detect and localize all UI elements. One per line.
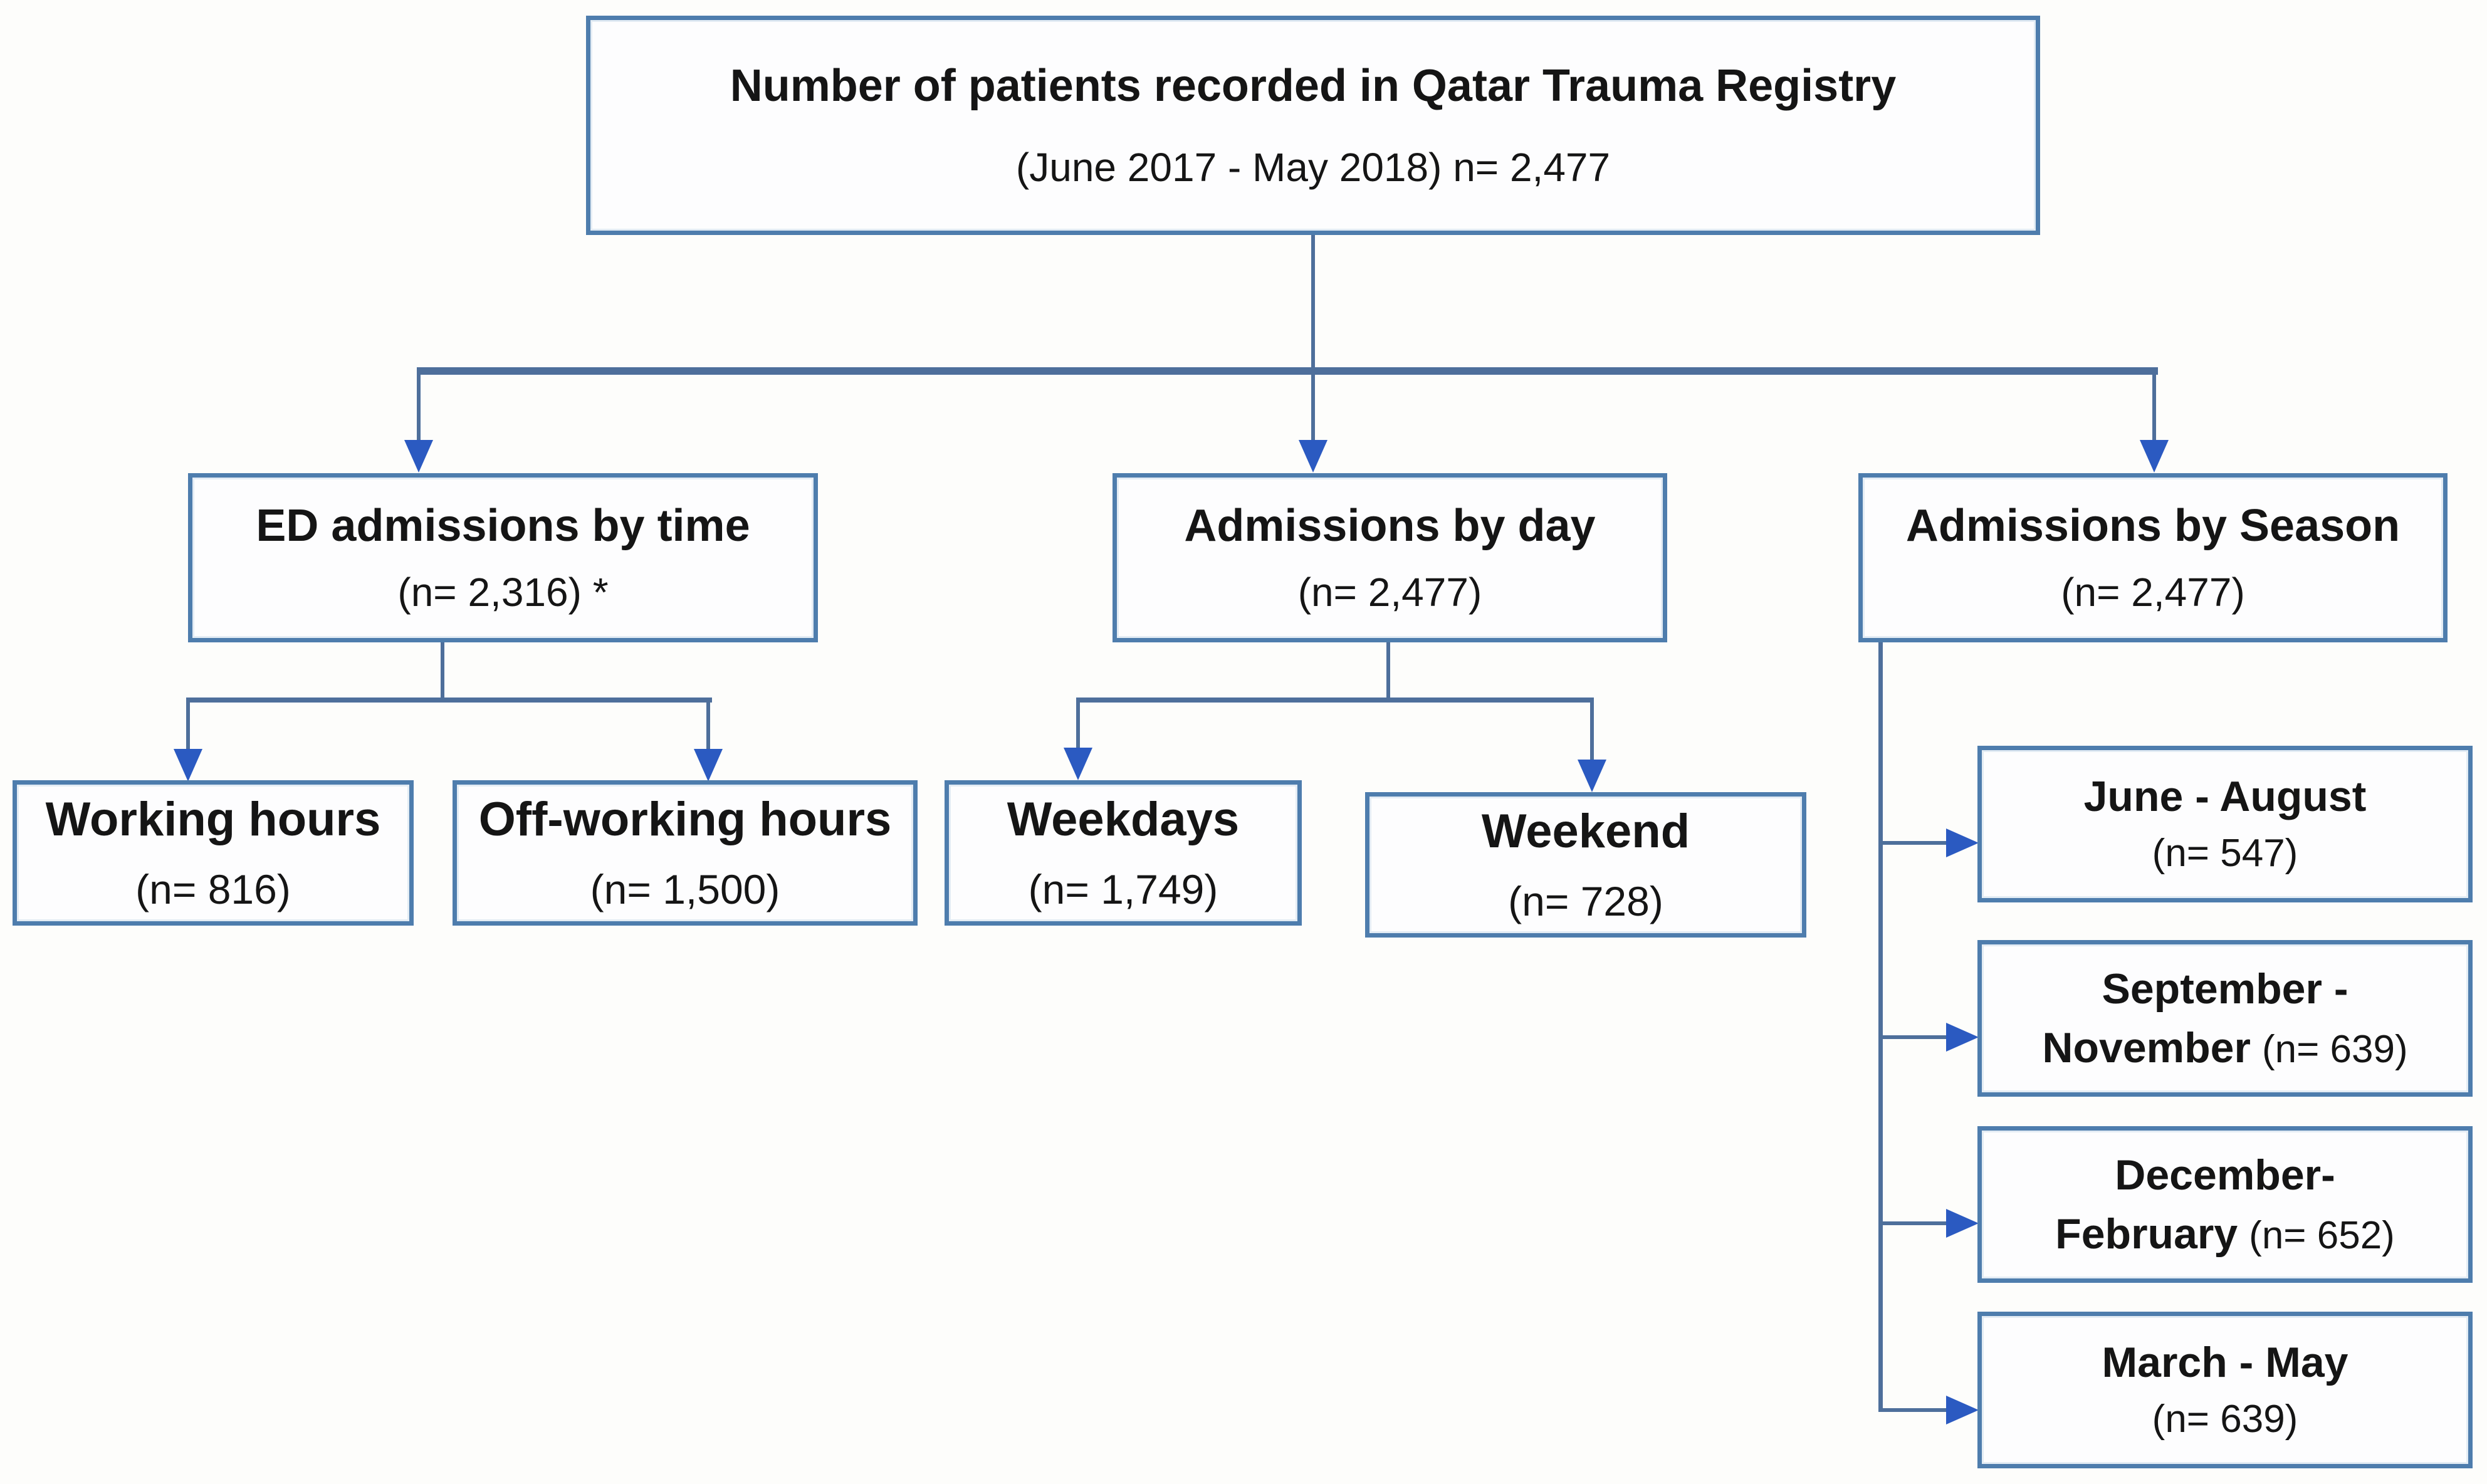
node-december-february-title-line2: February (n= 652) <box>2055 1210 2395 1258</box>
node-december-february-count: (n= 652) <box>2249 1214 2395 1257</box>
arrow-right-sep-nov-icon <box>1946 1023 1979 1052</box>
connector-root-stem <box>1311 234 1315 370</box>
node-september-november-title-line1: September - <box>2102 964 2348 1013</box>
connector-time-stem <box>441 641 444 701</box>
connector-drop-season <box>2152 374 2156 442</box>
node-weekdays-count: (n= 1,749) <box>1028 865 1218 912</box>
connector-drop-weekdays <box>1076 701 1080 750</box>
node-weekdays: Weekdays (n= 1,749) <box>945 780 1302 926</box>
connector-main-horizontal <box>417 367 2158 375</box>
node-march-may-title: March - May <box>2102 1339 2348 1387</box>
connector-drop-working <box>186 701 190 750</box>
node-weekend-title: Weekend <box>1481 805 1690 859</box>
node-march-may-count: (n= 639) <box>2152 1398 2298 1441</box>
arrow-down-season-icon <box>2140 440 2169 473</box>
connector-arrow-dec-feb <box>1882 1221 1946 1225</box>
node-working-hours-count: (n= 816) <box>135 865 291 912</box>
connector-day-stem <box>1386 641 1390 701</box>
connector-drop-offworking <box>706 701 710 750</box>
node-admissions-by-time: ED admissions by time (n= 2,316) * <box>188 473 818 642</box>
node-admissions-by-season-title: Admissions by Season <box>1905 500 2401 551</box>
arrow-right-jun-aug-icon <box>1946 828 1979 857</box>
node-off-working-hours: Off-working hours (n= 1,500) <box>453 780 918 926</box>
connector-day-horizontal <box>1076 698 1594 703</box>
node-working-hours-title: Working hours <box>45 793 381 847</box>
node-december-february-title-line1: December- <box>2115 1151 2335 1199</box>
node-admissions-by-time-count: (n= 2,316) * <box>397 569 609 615</box>
connector-arrow-mar-may <box>1882 1408 1946 1412</box>
node-admissions-by-day-title: Admissions by day <box>1184 500 1596 551</box>
arrow-down-offworking-icon <box>694 749 723 781</box>
node-june-august-title: June - August <box>2083 773 2367 821</box>
arrow-right-mar-may-icon <box>1946 1396 1979 1424</box>
node-weekdays-title: Weekdays <box>1007 793 1240 847</box>
node-registry-total: Number of patients recorded in Qatar Tra… <box>586 16 2040 235</box>
connector-arrow-jun-aug <box>1882 841 1946 845</box>
node-off-working-hours-title: Off-working hours <box>478 793 892 847</box>
arrow-down-time-icon <box>404 440 433 473</box>
node-admissions-by-season-count: (n= 2,477) <box>2061 569 2245 615</box>
node-june-august: June - August (n= 547) <box>1977 746 2473 902</box>
node-september-november-count: (n= 639) <box>2261 1028 2408 1071</box>
arrow-right-dec-feb-icon <box>1946 1209 1979 1238</box>
arrow-down-day-icon <box>1299 440 1327 473</box>
node-september-november-month: November <box>2042 1024 2251 1072</box>
node-admissions-by-day-count: (n= 2,477) <box>1297 569 1482 615</box>
node-weekend: Weekend (n= 728) <box>1365 792 1806 938</box>
connector-arrow-sep-nov <box>1882 1035 1946 1039</box>
arrow-down-weekdays-icon <box>1064 748 1092 780</box>
connector-drop-time <box>417 374 421 442</box>
node-admissions-by-time-title: ED admissions by time <box>256 500 750 551</box>
node-december-february-month: February <box>2055 1210 2238 1258</box>
node-march-may: March - May (n= 639) <box>1977 1312 2473 1468</box>
node-registry-total-title: Number of patients recorded in Qatar Tra… <box>730 60 1897 111</box>
connector-season-vertical <box>1878 641 1883 1412</box>
node-working-hours: Working hours (n= 816) <box>13 780 414 926</box>
connector-drop-weekend <box>1590 701 1594 761</box>
node-june-august-count: (n= 547) <box>2152 832 2298 875</box>
node-admissions-by-day: Admissions by day (n= 2,477) <box>1113 473 1667 642</box>
node-weekend-count: (n= 728) <box>1508 877 1663 924</box>
node-off-working-hours-count: (n= 1,500) <box>590 865 780 912</box>
node-december-february: December- February (n= 652) <box>1977 1126 2473 1283</box>
node-september-november: September - November (n= 639) <box>1977 940 2473 1097</box>
arrow-down-working-icon <box>174 749 202 781</box>
node-september-november-title-line2: November (n= 639) <box>2042 1023 2407 1072</box>
connector-drop-day <box>1311 374 1315 442</box>
connector-time-horizontal <box>186 698 712 703</box>
arrow-down-weekend-icon <box>1578 760 1606 792</box>
node-admissions-by-season: Admissions by Season (n= 2,477) <box>1858 473 2448 642</box>
node-registry-total-subtitle: (June 2017 - May 2018) n= 2,477 <box>1015 144 1611 190</box>
